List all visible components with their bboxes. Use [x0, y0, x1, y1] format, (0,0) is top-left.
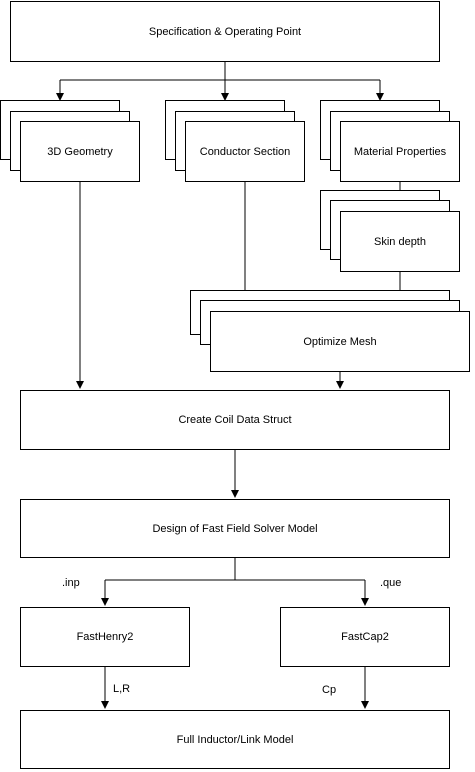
spec-node: Specification & Operating Point	[10, 1, 440, 62]
fastcap-node: FastCap2	[280, 607, 450, 667]
mesh-node: Optimize Mesh	[210, 311, 470, 372]
edge-label-que: .que	[380, 577, 402, 589]
coil-node: Create Coil Data Struct	[20, 390, 450, 450]
edge-label-lr: L,R	[113, 683, 131, 695]
design-node: Design of Fast Field Solver Model	[20, 499, 450, 558]
edge-label-cp: Cp	[322, 684, 337, 696]
geometry-node: 3D Geometry	[20, 121, 140, 182]
conductor-node: Conductor Section	[185, 121, 305, 182]
material-node: Material Properties	[340, 121, 460, 182]
skin-node: Skin depth	[340, 211, 460, 272]
edge-label-inp: .inp	[62, 577, 80, 589]
full-node: Full Inductor/Link Model	[20, 710, 450, 769]
fasthenry-node: FastHenry2	[20, 607, 190, 667]
